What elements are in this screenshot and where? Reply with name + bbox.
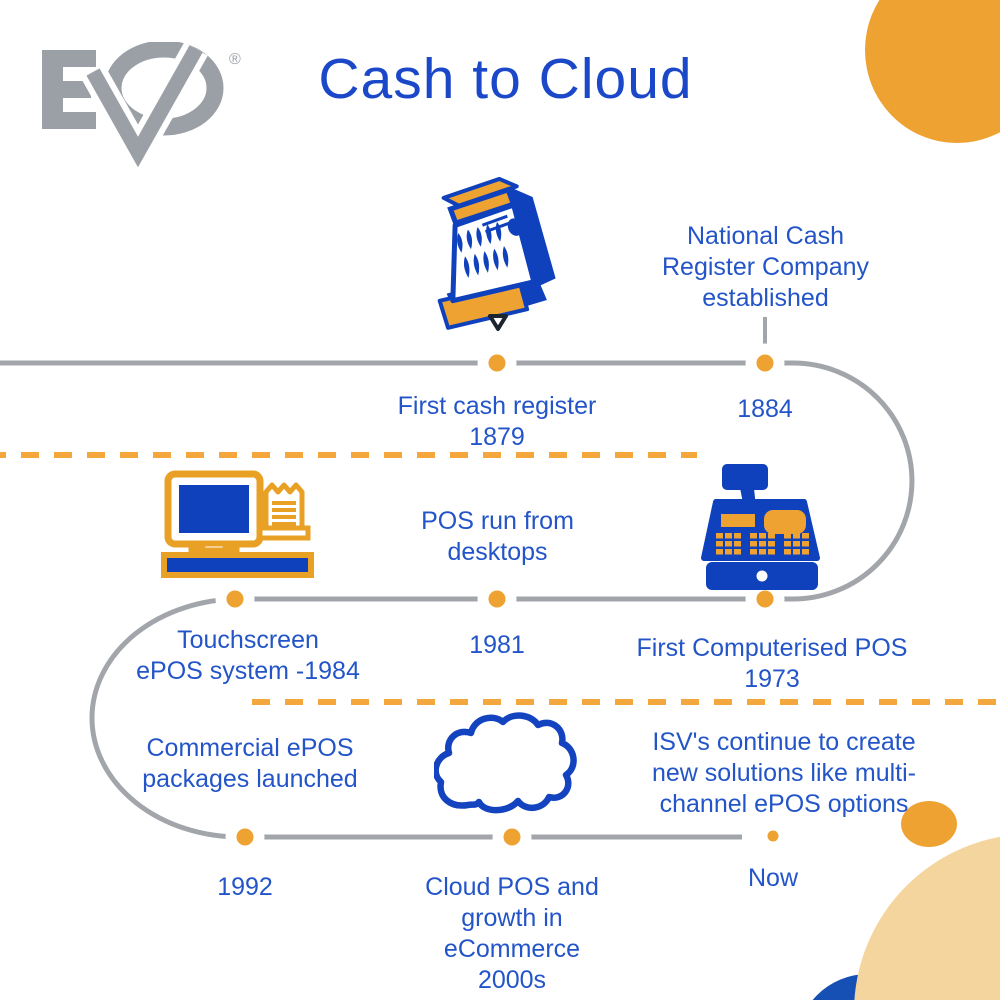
page-title: Cash to Cloud (318, 47, 693, 111)
milestone-date-1992: 1992 (217, 873, 273, 901)
logo-letter-v (86, 45, 203, 167)
milestone-dot-1984 (215, 579, 255, 619)
bottom-right-tan-blob (854, 836, 1000, 1000)
logo-letter-e (42, 50, 96, 129)
bottom-right-small-orange-blob (901, 801, 957, 847)
milestone-label-first-cash-register: First cash register 1879 (397, 392, 597, 451)
top-right-blob (865, 0, 1000, 143)
milestone-label-first-computerised-pos: First Computerised POS 1973 (636, 634, 908, 693)
milestone-dot-1992 (225, 817, 265, 857)
milestone-date-now: Now (747, 864, 798, 892)
milestone-dot-1981 (477, 579, 517, 619)
milestone-dot-now (756, 819, 790, 853)
evo-logo: ® (42, 42, 241, 167)
milestone-label-touchscreen-epos: Touchscreen ePOS system -1984 (136, 626, 360, 685)
milestone-dot-2000s (492, 817, 532, 857)
registered-mark: ® (229, 51, 241, 68)
milestone-label-isv-now: ISV's continue to create new solutions l… (652, 728, 916, 818)
milestone-date-1981: 1981 (469, 631, 525, 659)
milestone-label-commercial-epos: Commercial ePOS packages launched (142, 734, 358, 793)
milestone-label-ncr-established: National Cash Register Company establish… (661, 222, 870, 312)
vintage-cash-register-icon (437, 176, 556, 331)
milestone-label-cloud-pos: Cloud POS and growth in eCommerce 2000s (425, 873, 599, 994)
milestone-label-pos-desktops: POS run from desktops (421, 507, 574, 566)
register-pointer (488, 314, 508, 331)
milestone-dot-1879 (477, 343, 517, 383)
milestone-dot-1884 (745, 343, 785, 383)
desktop-pos-icon (161, 470, 314, 578)
milestone-date-1884: 1884 (737, 395, 793, 423)
cloud-icon (434, 712, 577, 814)
electronic-cash-register-icon (701, 464, 820, 590)
